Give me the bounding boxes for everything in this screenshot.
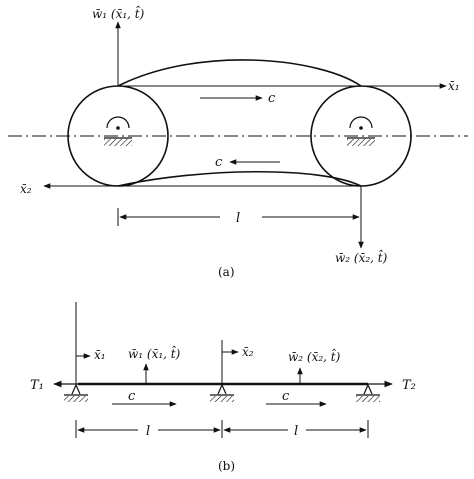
tension-right-label: T₂ xyxy=(402,378,416,393)
x1-axis-label: x̄₁ xyxy=(448,79,460,93)
panel-b: T₁ T₂ x̄₁ x̄₂ w̄₁ (x̄₁, t̂) w̄₂ (x̄₂, t̂… xyxy=(30,302,416,473)
support-middle xyxy=(210,383,234,402)
panel-a: x̄₁ w̄₁ (x̄₁, t̂) x̄₂ w̄₂ (x̄₂, t̂) c c … xyxy=(8,4,468,279)
lower-velocity-label: c xyxy=(215,155,223,170)
caption-a: (a) xyxy=(218,265,235,279)
upper-velocity-label: c xyxy=(268,91,276,106)
caption-b: (b) xyxy=(218,459,235,473)
velocity-right-label-b: c xyxy=(282,389,290,404)
w2-axis-label-b: w̄₂ (x̄₂, t̂) xyxy=(288,347,341,364)
span-length-label: l xyxy=(236,211,240,226)
x2-axis-label-b: x̄₂ xyxy=(242,345,254,359)
span-left-label: l xyxy=(146,424,150,439)
support-right xyxy=(356,383,380,402)
w1-axis-label-b: w̄₁ (x̄₁, t̂) xyxy=(128,344,181,361)
belt-lower-span xyxy=(117,170,362,187)
support-left xyxy=(64,383,88,402)
x1-axis-label-b: x̄₁ xyxy=(94,348,106,362)
span-right-label: l xyxy=(294,424,298,439)
x2-axis-label: x̄₂ xyxy=(20,182,32,196)
belt-upper-span xyxy=(117,59,362,87)
tension-left-label: T₁ xyxy=(30,378,44,393)
w1-axis-label: w̄₁ (x̄₁, t̂) xyxy=(92,4,145,21)
velocity-left-label-b: c xyxy=(128,389,136,404)
w2-axis-label: w̄₂ (x̄₂, t̂) xyxy=(335,248,388,265)
